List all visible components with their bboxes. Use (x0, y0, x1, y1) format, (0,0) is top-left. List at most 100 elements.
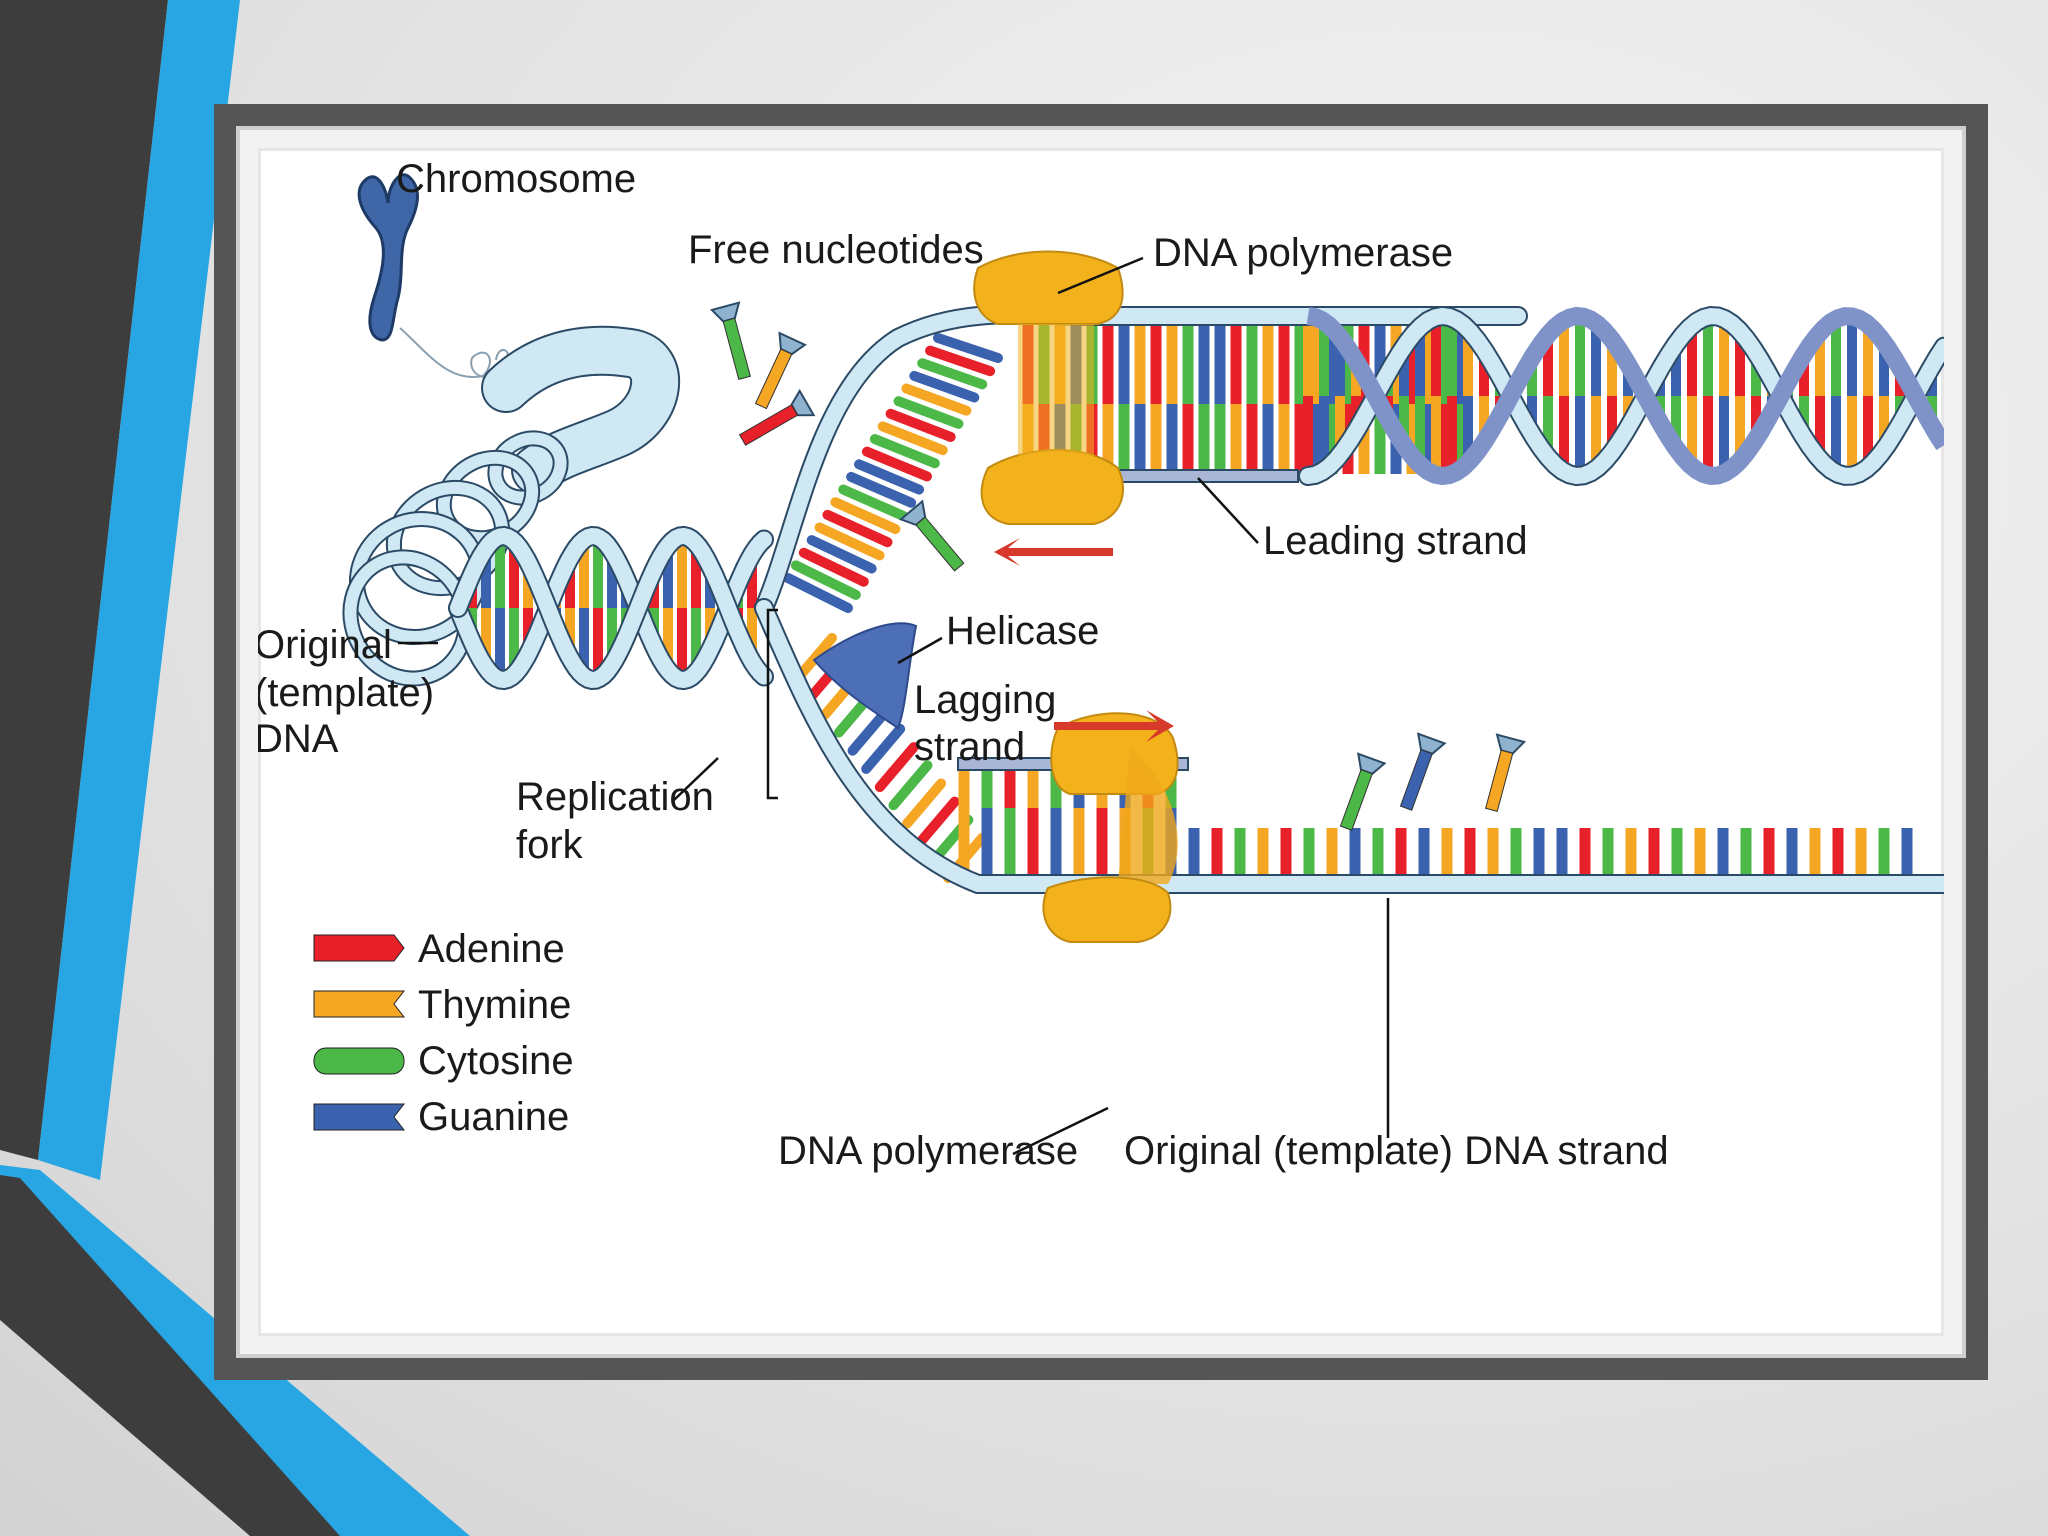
slide-dark-stripe (0, 0, 168, 1160)
upper-fork-base (838, 484, 909, 521)
nucleotide-base (722, 317, 751, 380)
lower-fork-base (861, 723, 906, 774)
label-original-dna-line1: Original (258, 623, 392, 667)
dna-polymerase-top-upper (973, 250, 1124, 325)
label-replication-fork-line2: fork (516, 823, 584, 867)
slide-dark-bottom (0, 1175, 340, 1536)
legend-swatch-adenine (313, 934, 405, 962)
label-chromosome: Chromosome (396, 157, 636, 201)
label-free-nucleotides: Free nucleotides (688, 228, 984, 272)
nucleotide-base (1399, 749, 1433, 811)
leading-direction-arrow (994, 538, 1113, 566)
upper-fork-base (877, 421, 948, 456)
nucleotide-base (1485, 749, 1514, 812)
dna-polymerase-top-body (1018, 324, 1094, 468)
lower-fork-base (888, 760, 933, 811)
upper-fork-base (798, 547, 869, 587)
label-replication-fork-line1: Replication (516, 775, 714, 819)
leader-line (897, 636, 943, 665)
legend: Adenine Thymine Cytosine Guanine (313, 927, 574, 1139)
lower-template-strand (756, 600, 1944, 892)
image-frame-inner: Chromosome Free nucleotides DNA polymera… (236, 126, 1966, 1358)
helicase-enzyme (812, 622, 918, 730)
upper-fork-base (893, 396, 964, 429)
leader-line (1012, 1106, 1109, 1156)
free-nucleotide (1485, 733, 1527, 812)
label-leading-strand: Leading strand (1263, 519, 1528, 563)
right-helix-strand-a (1300, 307, 1944, 485)
label-original-template-strand: Original (template) DNA strand (1124, 1129, 1669, 1173)
dna-coil-loop (350, 512, 486, 644)
legend-swatch-guanine (313, 1103, 406, 1131)
free-nucleotide (709, 301, 751, 380)
diagram-canvas: Chromosome Free nucleotides DNA polymera… (258, 157, 1944, 1173)
upper-fork-base (861, 446, 932, 482)
upper-fork-base (909, 370, 980, 403)
left-helix-strand-a (450, 528, 772, 689)
nucleotide-base (754, 348, 793, 410)
free-nucleotide (1399, 732, 1447, 811)
legend-label-guanine: Guanine (418, 1095, 569, 1139)
dna-polymerase-bottom (1042, 876, 1172, 943)
upper-fork-base (901, 383, 972, 416)
label-original-dna-line3: DNA (258, 717, 339, 761)
right-helix-strand-b (1306, 306, 1944, 486)
lower-fork-base (874, 742, 919, 793)
legend-item: Cytosine (313, 1039, 574, 1083)
label-helicase: Helicase (946, 609, 1099, 653)
replication-fork-bracket (766, 608, 778, 800)
leader-line (673, 757, 719, 801)
leader-lines-layer (398, 256, 1390, 1156)
legend-label-thymine: Thymine (418, 983, 571, 1027)
upper-fork-base (790, 560, 861, 600)
upper-fork-base (806, 535, 877, 574)
left-helix-strand-b (450, 527, 772, 688)
nucleotide-base (738, 404, 799, 446)
upper-fork-base (783, 573, 853, 613)
dna-replication-diagram: Chromosome Free nucleotides DNA polymera… (258, 148, 1944, 1336)
proteins-layer (709, 250, 1527, 943)
upper-fork-base (854, 459, 925, 495)
upper-fork-base (917, 358, 988, 390)
leader-line (1197, 477, 1259, 544)
upper-fork-base (822, 509, 893, 548)
backbone-layer (448, 304, 1944, 894)
legend-item: Guanine (313, 1095, 569, 1139)
lower-fork-base (902, 778, 947, 829)
legend-swatch-cytosine (313, 1047, 405, 1075)
label-dna-polymerase-top: DNA polymerase (1153, 231, 1453, 275)
legend-item: Adenine (313, 927, 565, 971)
upper-fork-base (869, 434, 940, 469)
label-original-dna-line2: (template) (258, 671, 434, 715)
free-nucleotide (898, 499, 965, 572)
legend-label-cytosine: Cytosine (418, 1039, 574, 1083)
upper-fork-base (885, 408, 956, 442)
legend-item: Thymine (313, 983, 571, 1027)
nucleotide-base (1339, 769, 1373, 831)
label-dna-polymerase-bottom: DNA polymerase (778, 1129, 1078, 1173)
slide-blue-stripe (38, 0, 240, 1180)
chromatin-tube (483, 327, 679, 493)
upper-fork-base (933, 333, 1003, 363)
free-nucleotide (1339, 752, 1387, 831)
upper-fork-base (925, 345, 996, 377)
legend-label-adenine: Adenine (418, 927, 565, 971)
free-nucleotide (738, 388, 816, 446)
upper-fork-base (814, 522, 885, 561)
label-lagging-line2: strand (914, 725, 1025, 769)
label-lagging-line1: Lagging (914, 678, 1056, 722)
nucleotide-base (915, 516, 965, 572)
upper-fork-base (846, 471, 917, 508)
image-frame: Chromosome Free nucleotides DNA polymera… (214, 104, 1988, 1380)
leader-line (1057, 256, 1144, 295)
lagging-direction-arrow (1054, 710, 1174, 742)
chromosome-icon (357, 173, 419, 342)
lower-fork-base (793, 633, 837, 683)
legend-swatch-thymine (313, 990, 406, 1018)
free-nucleotide (754, 331, 807, 410)
dna-coil-loop (489, 432, 567, 504)
upper-fork-base (830, 497, 901, 535)
dna-polymerase-lagging-body (1118, 748, 1178, 884)
lower-fork-base (915, 796, 960, 847)
diagram-background-layer (342, 173, 681, 687)
